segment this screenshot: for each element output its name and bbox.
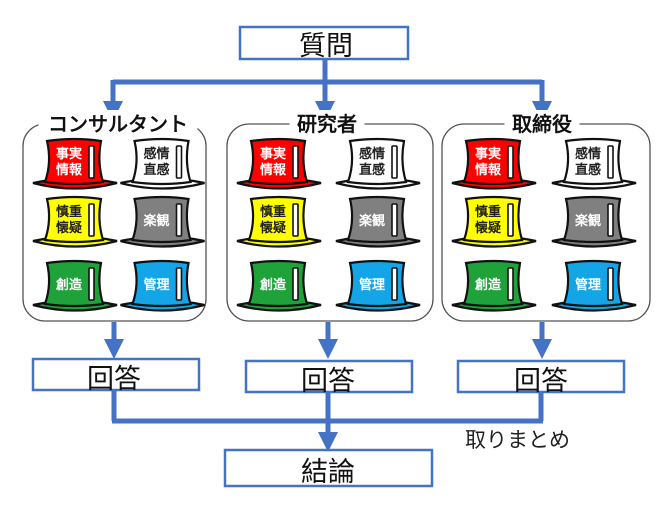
aggregate-label: 取りまとめ <box>465 428 570 452</box>
hat-highlight <box>292 203 299 237</box>
hat-4: 楽観 <box>335 195 421 248</box>
hat-highlight <box>507 203 514 237</box>
hat-label: 感情 <box>143 146 169 162</box>
hat-6: 管理 <box>551 259 637 312</box>
hat-label: 情報 <box>475 162 502 178</box>
hat-highlight <box>607 203 614 237</box>
answer-label-2: 回答 <box>301 366 355 397</box>
conclusion-box: 結論 <box>223 448 434 488</box>
group-title: 取締役 <box>512 112 572 136</box>
hat-6: 管理 <box>335 259 421 312</box>
hat-label: 情報 <box>56 162 83 178</box>
hat-highlight <box>391 267 398 301</box>
hat-label: 直感 <box>143 162 169 178</box>
hat-label: 直感 <box>575 162 601 178</box>
answer-connectors <box>104 322 552 359</box>
hat-label: 事実 <box>260 146 286 162</box>
answer-label-3: 回答 <box>514 366 568 397</box>
hat-4: 楽観 <box>551 195 637 248</box>
hat-label: 感情 <box>575 146 601 162</box>
aggregate-connectors <box>111 390 544 452</box>
question-label: 質問 <box>299 31 353 62</box>
answer-label-1: 回答 <box>87 364 141 395</box>
group-panel-1: コンサルタント事実情報感情直感慎重懐疑楽観創造管理 <box>22 110 207 322</box>
hat-label: 楽観 <box>142 213 169 229</box>
group-title-backdrop <box>289 110 365 136</box>
hat-highlight <box>88 145 95 179</box>
group-title: コンサルタント <box>48 112 188 136</box>
question-box: 質問 <box>238 25 410 62</box>
hat-label: 管理 <box>575 277 601 293</box>
hat-highlight <box>292 145 299 179</box>
hat-highlight <box>391 203 398 237</box>
hat-5: 創造 <box>32 259 118 312</box>
hat-label: 懐疑 <box>56 220 82 236</box>
hat-5: 創造 <box>451 259 537 312</box>
perspective-groups: コンサルタント事実情報感情直感慎重懐疑楽観創造管理研究者事実情報感情直感慎重懐疑… <box>22 110 651 322</box>
group-title-backdrop <box>504 110 580 136</box>
hat-highlight <box>507 145 514 179</box>
hat-label: 楽観 <box>358 213 385 229</box>
hat-label: 創造 <box>474 277 502 293</box>
hat-label: 事実 <box>475 146 501 162</box>
hat-label: 情報 <box>260 162 287 178</box>
hat-highlight <box>175 203 183 237</box>
hat-highlight <box>292 267 299 301</box>
hat-highlight <box>607 267 614 301</box>
question-connectors <box>103 58 552 121</box>
hat-highlight <box>88 267 95 301</box>
hat-label: 感情 <box>359 146 385 162</box>
hat-label: 管理 <box>359 277 385 293</box>
hat-label: 事実 <box>56 146 82 162</box>
hat-highlight <box>607 145 614 179</box>
answer-box-3: 回答 <box>456 359 626 397</box>
group-panel-2: 研究者事実情報感情直感慎重懐疑楽観創造管理 <box>226 110 434 322</box>
hat-label: 直感 <box>359 162 385 178</box>
hat-highlight <box>391 145 398 179</box>
group-title-backdrop <box>38 110 198 136</box>
hat-label: 創造 <box>259 277 287 293</box>
hat-label: 楽観 <box>574 213 601 229</box>
hat-label: 慎重 <box>56 204 82 220</box>
hat-4: 楽観 <box>120 195 205 248</box>
hat-highlight <box>88 203 95 237</box>
hat-label: 懐疑 <box>475 220 501 236</box>
conclusion-label: 結論 <box>301 457 355 488</box>
hat-6: 管理 <box>120 259 205 312</box>
hat-label: 創造 <box>55 277 83 293</box>
hat-label: 懐疑 <box>260 220 286 236</box>
hat-highlight <box>507 267 514 301</box>
hat-label: 慎重 <box>475 204 501 220</box>
hat-label: 慎重 <box>260 204 286 220</box>
hat-label: 管理 <box>143 277 169 293</box>
answer-box-2: 回答 <box>244 359 414 397</box>
hat-5: 創造 <box>236 259 322 312</box>
group-title: 研究者 <box>297 112 357 136</box>
answer-box-1: 回答 <box>31 357 201 395</box>
hat-highlight <box>175 267 183 301</box>
group-panel-3: 取締役事実情報感情直感慎重懐疑楽観創造管理 <box>441 110 651 322</box>
hat-highlight <box>175 145 183 179</box>
